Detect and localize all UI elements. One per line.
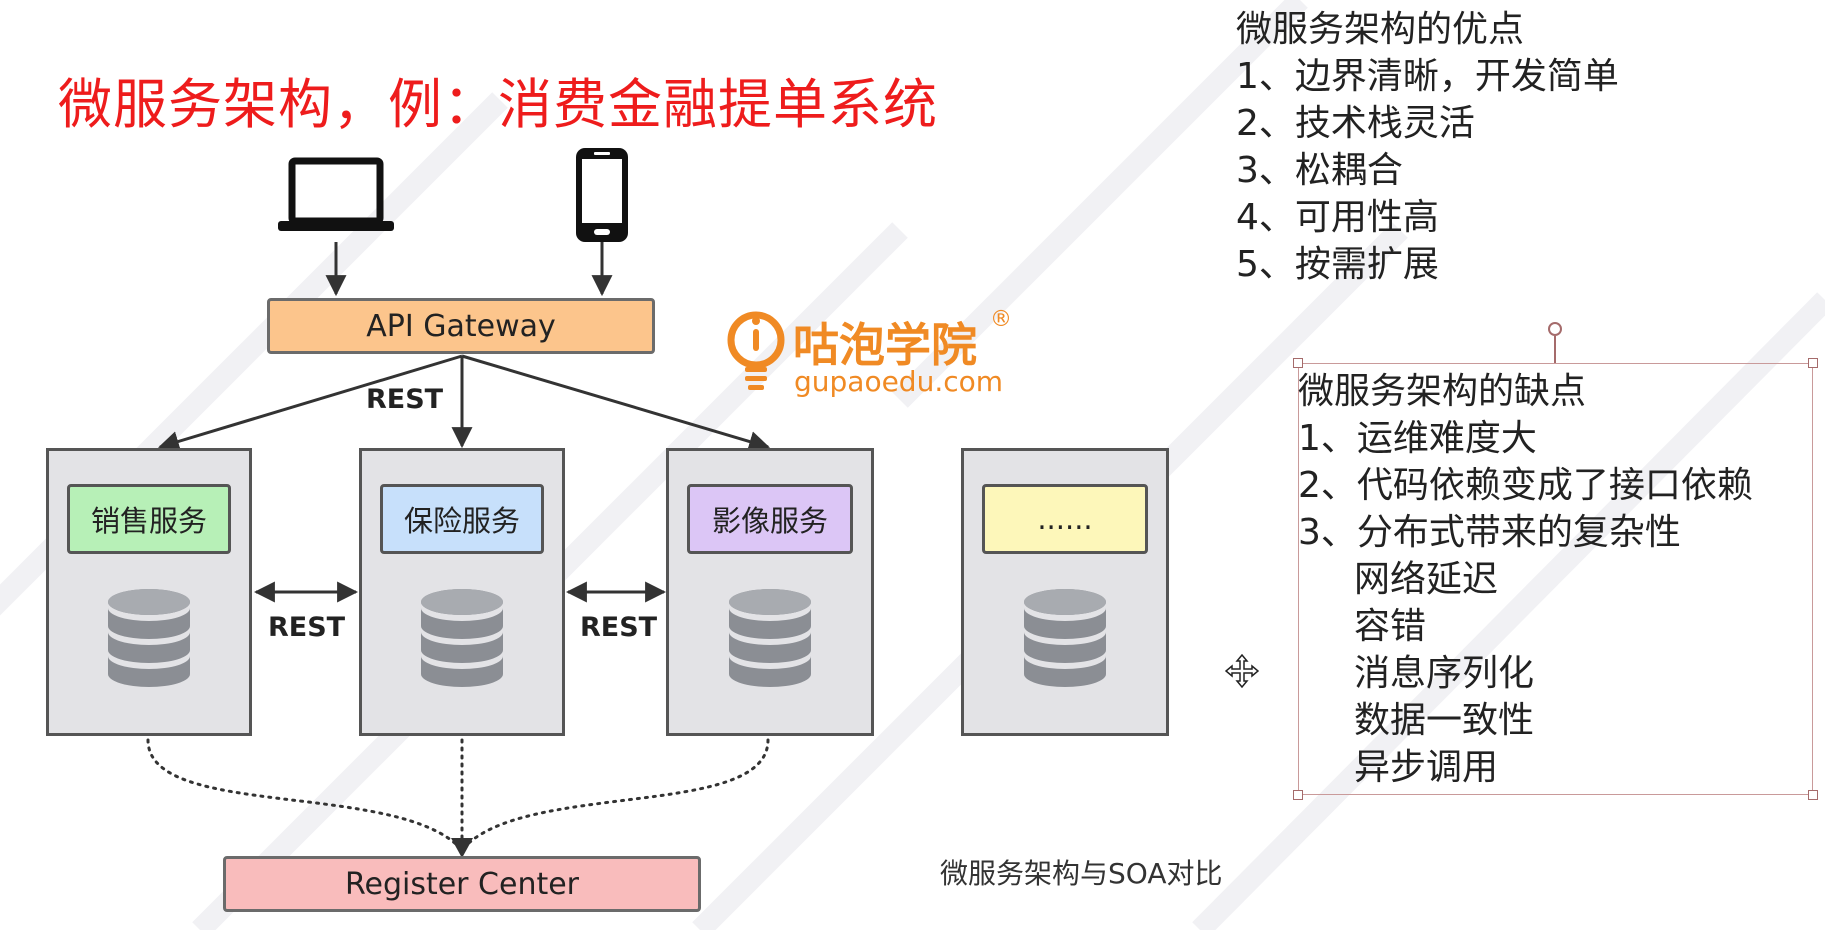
service-image: 影像服务 <box>666 448 874 736</box>
disadvantage-sub-item: 数据一致性 <box>1354 700 1535 741</box>
service-label: 销售服务 <box>67 484 231 554</box>
slide-title: 微服务架构，例：消费金融提单系统 <box>58 73 938 136</box>
advantage-item: 3、松耦合 <box>1236 150 1403 191</box>
service-label: 影像服务 <box>687 484 853 554</box>
logo-registered-mark: ® <box>990 307 1012 332</box>
disadvantages-heading: 微服务架构的缺点 <box>1298 371 1587 412</box>
gateway-rest-label: REST <box>366 384 444 415</box>
logo-domain: gupaoedu.com <box>794 365 1004 398</box>
gupao-logo: 咕泡学院 ® gupaoedu.com <box>726 305 1026 405</box>
disadvantage-item: 1、运维难度大 <box>1298 418 1537 459</box>
disadvantages-textbox-selection[interactable] <box>1298 363 1813 795</box>
api-gateway: API Gateway <box>267 298 655 354</box>
advantages-list: 微服务架构的优点 1、边界清晰，开发简单 2、技术栈灵活 3、松耦合 4、可用性… <box>1236 6 1619 288</box>
insurance-image-rest-label: REST <box>580 612 658 643</box>
advantage-item: 1、边界清晰，开发简单 <box>1236 56 1619 97</box>
service-label: ...... <box>982 484 1148 554</box>
phone-icon <box>576 148 628 242</box>
logo-brand: 咕泡学院 <box>793 318 977 372</box>
sales-insurance-rest-label: REST <box>268 612 346 643</box>
service-label: 保险服务 <box>380 484 544 554</box>
database-icon <box>108 589 190 687</box>
slide-caption: 微服务架构与SOA对比 <box>940 857 1223 890</box>
sales-register-dotted <box>146 738 464 852</box>
gateway-to-image-arrow <box>461 354 771 452</box>
advantage-item: 5、按需扩展 <box>1236 244 1439 285</box>
disadvantage-item: 3、分布式带来的复杂性 <box>1298 512 1681 553</box>
resize-handle-top-right[interactable] <box>1808 358 1818 368</box>
move-cursor-icon <box>1225 654 1259 688</box>
advantage-item: 2、技术栈灵活 <box>1236 103 1475 144</box>
resize-handle-bottom-left[interactable] <box>1293 790 1303 800</box>
service-sales: 销售服务 <box>46 448 252 736</box>
image-register-dotted <box>460 738 770 852</box>
lightbulb-icon <box>727 311 785 390</box>
disadvantages-list[interactable]: 微服务架构的缺点 1、运维难度大 2、代码依赖变成了接口依赖 3、分布式带来的复… <box>1298 368 1753 791</box>
laptop-icon <box>278 157 394 231</box>
advantages-heading: 微服务架构的优点 <box>1236 9 1525 50</box>
database-icon <box>729 589 811 687</box>
disadvantage-sub-item: 容错 <box>1354 606 1427 647</box>
register-center: Register Center <box>223 856 701 912</box>
disadvantage-sub-item: 网络延迟 <box>1354 559 1499 600</box>
resize-handle-bottom-right[interactable] <box>1808 790 1818 800</box>
advantage-item: 4、可用性高 <box>1236 197 1439 238</box>
disadvantage-item: 2、代码依赖变成了接口依赖 <box>1298 465 1753 506</box>
database-icon <box>1024 589 1106 687</box>
disadvantage-sub-item: 消息序列化 <box>1354 653 1535 694</box>
rotate-handle-stem <box>1554 336 1556 364</box>
database-icon <box>421 589 503 687</box>
resize-handle-top-left[interactable] <box>1293 358 1303 368</box>
service-insurance: 保险服务 <box>359 448 565 736</box>
disadvantage-sub-item: 异步调用 <box>1354 747 1499 788</box>
register-arrowhead <box>451 838 473 858</box>
rotate-handle[interactable] <box>1548 322 1562 336</box>
gateway-to-sales-arrow <box>157 354 463 452</box>
service-more: ...... <box>961 448 1169 736</box>
